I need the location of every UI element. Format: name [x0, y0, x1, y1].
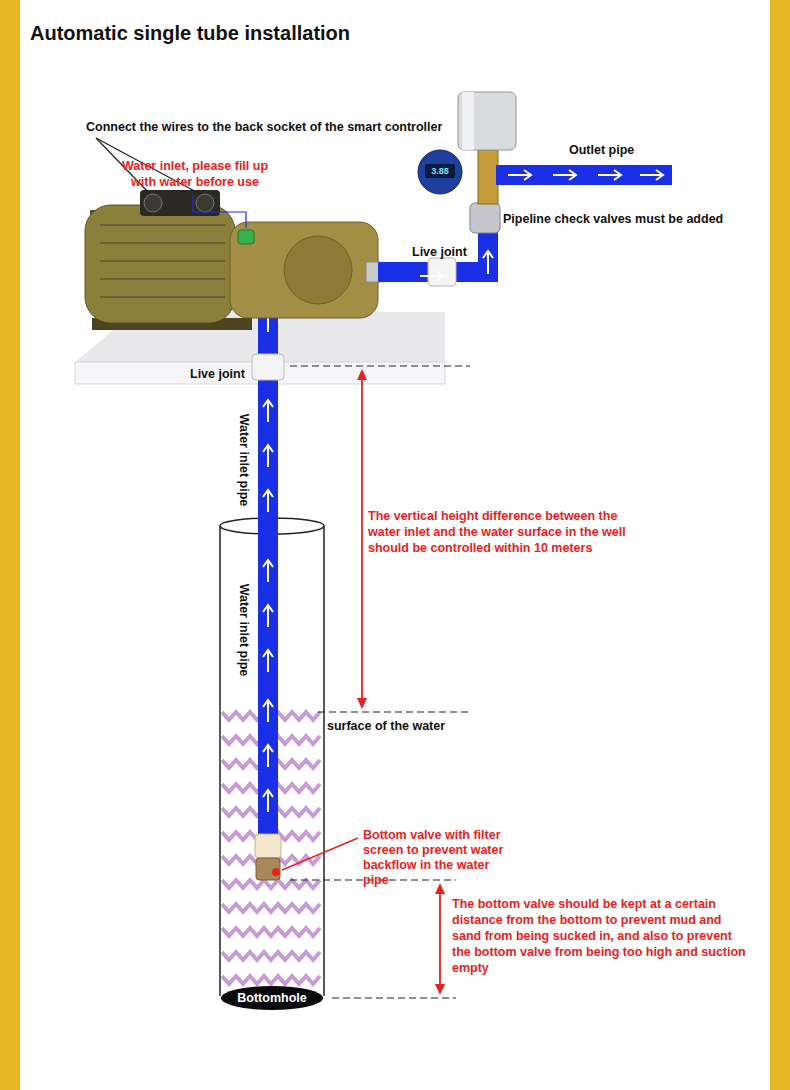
part-name: Pipeline check valves must be added	[503, 211, 723, 227]
level-lines	[290, 366, 470, 998]
water-wave	[222, 904, 320, 912]
flow-arrow	[263, 700, 273, 722]
capacitor-cap	[144, 194, 162, 212]
pump	[85, 190, 380, 330]
pipe	[478, 230, 498, 282]
bottomhole-ellipse: Bottomhole	[221, 986, 322, 1010]
flow-arrow	[263, 445, 273, 467]
controller-display	[425, 164, 455, 178]
flow-arrow	[263, 400, 273, 422]
part-name: Live joint	[412, 244, 467, 260]
node-text: Bottomhole	[237, 991, 306, 1005]
smart-controller	[418, 150, 462, 194]
side-border	[0, 0, 20, 1090]
flow-arrow	[263, 790, 273, 812]
check-valve	[470, 203, 500, 233]
pipe-label: Water inlet pipe	[236, 414, 252, 507]
water-wave	[222, 928, 320, 936]
pipe	[496, 165, 672, 185]
flow-arrows	[263, 310, 273, 812]
water-wave	[222, 880, 320, 888]
diagram-title: Automatic single tube installation	[30, 22, 350, 45]
filter-screen	[256, 858, 280, 880]
flow-arrow	[263, 605, 273, 627]
inlet-note: Water inlet, please fill up with water b…	[116, 158, 274, 190]
well-wall	[219, 526, 221, 996]
water-wave	[222, 976, 320, 984]
live-joint-fitting	[252, 354, 284, 380]
impeller-housing	[284, 236, 352, 304]
flow-arrow	[263, 560, 273, 582]
valve-leader	[282, 838, 358, 870]
level-label: surface of the water	[327, 718, 445, 734]
live-joint-fitting	[428, 258, 456, 286]
capacitor-cap	[196, 194, 214, 212]
pipe-label: Water inlet pipe	[236, 584, 252, 677]
bottom-valve	[255, 834, 281, 880]
distance-note: The bottom valve should be kept at a cer…	[452, 896, 747, 976]
leader-lines	[96, 138, 358, 876]
valve-note: Bottom valve with filter screen to preve…	[363, 828, 513, 888]
valve-body	[255, 834, 281, 858]
motor-body	[85, 205, 235, 323]
side-border	[770, 0, 790, 1090]
pressure-tank	[458, 92, 516, 150]
part-name: Outlet pipe	[569, 142, 634, 158]
leader-dot	[272, 868, 280, 876]
tank-highlight	[462, 92, 474, 150]
pump-head	[230, 222, 378, 318]
dimension-arrows	[357, 369, 445, 995]
inlet-pipe	[252, 282, 284, 836]
wiring-note: Connect the wires to the back socket of …	[86, 119, 442, 135]
outlet-port	[366, 262, 380, 282]
height-note: The vertical height difference between t…	[368, 508, 630, 556]
flow-arrow	[263, 745, 273, 767]
controller-reading: 3.88	[425, 166, 455, 176]
part-name: Live joint	[190, 366, 245, 382]
flow-arrow	[263, 490, 273, 512]
fill-cap	[238, 230, 254, 244]
brass-fitting	[478, 150, 498, 204]
motor-fins	[100, 225, 225, 297]
water-wave	[222, 952, 320, 960]
well-wall	[323, 526, 325, 996]
flow-arrow	[263, 650, 273, 672]
inlet-leader	[193, 196, 246, 228]
